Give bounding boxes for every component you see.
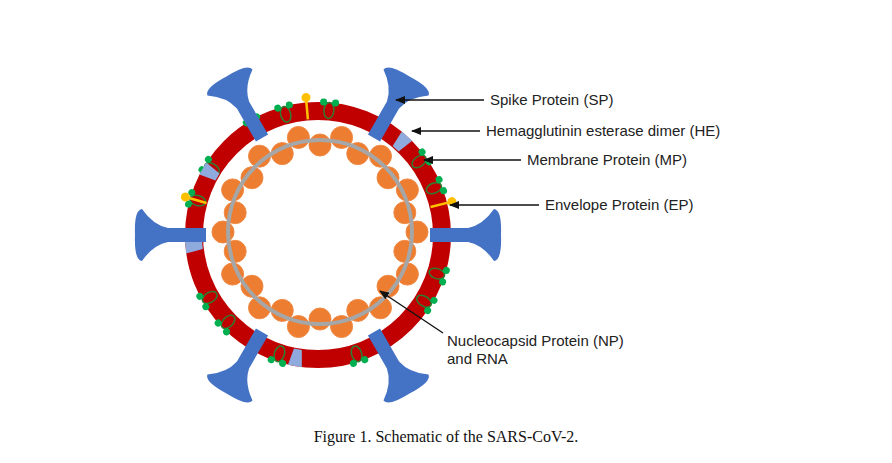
- membrane-protein-dot: [222, 327, 232, 337]
- membrane-protein-loop: [219, 313, 237, 331]
- membrane-protein-dot: [195, 292, 205, 302]
- leader-line: [396, 99, 484, 100]
- spike-protein: [351, 319, 432, 407]
- membrane-protein-dot: [267, 355, 276, 364]
- leader-line: [424, 159, 521, 160]
- spike-protein: [430, 209, 501, 261]
- membrane-protein: [195, 285, 221, 311]
- he-dimer: [288, 348, 305, 367]
- callout-label: Hemagglutinin esterase dimer (HE): [486, 122, 720, 140]
- envelope-protein: [301, 93, 312, 120]
- envelope-protein-stem: [431, 202, 450, 207]
- membrane-protein: [273, 101, 296, 125]
- membrane-protein-dot: [442, 266, 451, 275]
- membrane-protein-dot: [213, 318, 223, 328]
- nucleocapsid-group: [212, 126, 428, 337]
- membrane-protein-dot: [360, 355, 369, 364]
- membrane-protein-dot: [332, 99, 340, 107]
- rna-strand: [228, 140, 412, 324]
- hemagglutinin-esterase: [288, 348, 305, 367]
- surface-proteins: [135, 63, 501, 406]
- membrane-protein: [213, 309, 240, 336]
- leader-line: [380, 291, 443, 333]
- membrane-protein-dot: [349, 359, 358, 368]
- spike-shape: [351, 319, 432, 407]
- membrane-protein-dot: [429, 296, 439, 306]
- envelope-protein-stem: [187, 198, 206, 204]
- spike-protein: [351, 63, 432, 151]
- membrane-protein-dot: [285, 101, 294, 110]
- membrane-protein-dot: [438, 277, 447, 286]
- callout-label: Membrane Protein (MP): [527, 151, 687, 169]
- nucleocapsid-bead: [309, 308, 331, 330]
- membrane-protein-loop: [200, 289, 219, 306]
- leader-line: [450, 204, 539, 205]
- membrane-protein-dot: [423, 306, 433, 316]
- membrane-protein-dot: [201, 302, 211, 312]
- membrane-protein-dot: [320, 98, 328, 106]
- callout-label: Spike Protein (SP): [490, 91, 613, 109]
- membrane-protein-dot: [273, 104, 282, 113]
- hemagglutinin-esterase: [199, 162, 221, 183]
- membrane-protein-dot: [278, 359, 287, 368]
- nucleocapsid-bead: [406, 221, 428, 243]
- membrane-protein-dot: [417, 147, 427, 157]
- envelope-protein-head: [301, 93, 311, 103]
- spike-shape: [204, 319, 285, 407]
- spike-shape: [430, 209, 501, 261]
- figure-caption: Figure 1. Schematic of the SARS-CoV-2.: [0, 428, 892, 446]
- membrane-ring: [194, 111, 442, 359]
- membrane-protein: [426, 262, 450, 286]
- spike-shape: [135, 209, 206, 261]
- spike-shape: [204, 63, 285, 151]
- membrane-protein: [345, 343, 369, 367]
- membrane-protein: [319, 98, 340, 119]
- nucleocapsid-bead: [309, 134, 331, 156]
- spike-protein: [135, 209, 206, 261]
- envelope-protein: [180, 191, 208, 207]
- spike-protein: [204, 63, 285, 151]
- spike-shape: [351, 63, 432, 151]
- hemagglutinin-esterase: [390, 131, 412, 153]
- he-dimer: [199, 162, 221, 183]
- envelope-protein-head: [180, 191, 191, 202]
- membrane-protein: [267, 343, 291, 367]
- envelope-protein-stem: [306, 100, 308, 120]
- membrane-protein: [423, 175, 448, 200]
- envelope-protein: [429, 196, 457, 211]
- membrane-protein-dot: [435, 175, 444, 184]
- membrane-protein-dot: [439, 186, 448, 195]
- callout-label: Envelope Protein (EP): [545, 196, 693, 214]
- nucleocapsid-bead: [212, 221, 234, 243]
- membrane-protein-dot: [424, 157, 434, 167]
- callout-label: Nucleocapsid Protein (NP) and RNA: [447, 332, 647, 368]
- membrane-protein-dot: [204, 155, 214, 165]
- leader-line: [412, 130, 480, 131]
- membrane-protein: [412, 289, 439, 315]
- spike-protein: [204, 319, 285, 407]
- he-dimer: [390, 131, 412, 153]
